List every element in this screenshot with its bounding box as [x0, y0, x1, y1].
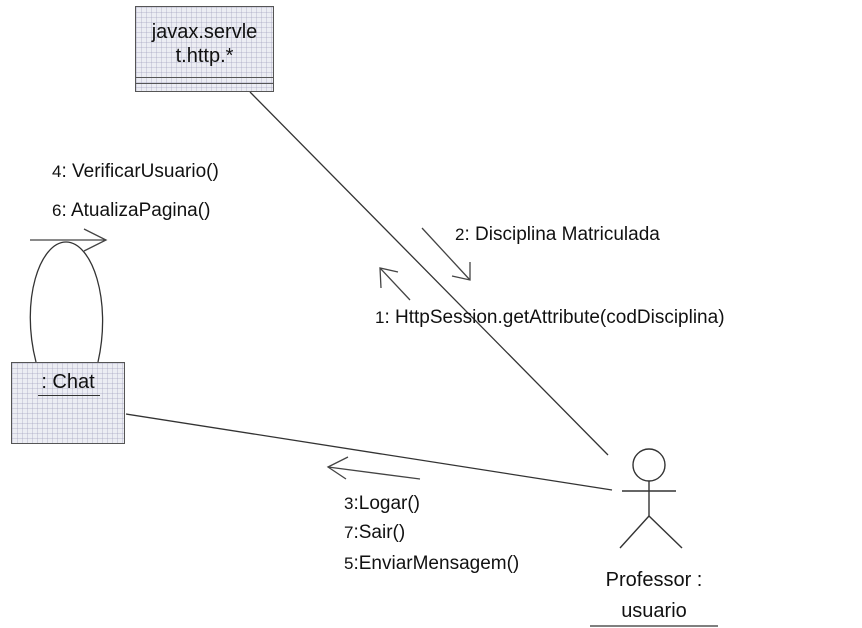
message-7-label: 7:Sair()	[344, 522, 405, 544]
arrow-self-messages	[30, 228, 108, 252]
arrow-message-2	[421, 227, 471, 281]
chat-object-name: : Chat	[41, 371, 95, 393]
message-3-text: Logar()	[358, 493, 420, 514]
message-5-number: 5	[344, 554, 354, 573]
message-7-separator: :	[353, 522, 359, 543]
actor-name-line2: usuario	[621, 600, 687, 622]
message-2-separator: :	[464, 224, 470, 245]
message-6-separator: :	[61, 200, 67, 221]
message-2-label: 2: Disciplina Matriculada	[455, 224, 660, 246]
message-1-separator: :	[384, 307, 390, 328]
actor-stick-figure	[619, 448, 683, 549]
chat-object-name-underline	[38, 395, 100, 396]
message-4-label: 4: VerificarUsuario()	[52, 161, 219, 183]
message-2-number: 2	[455, 225, 465, 244]
message-3-separator: :	[353, 493, 359, 514]
message-4-separator: :	[61, 161, 67, 182]
arrow-message-1	[379, 267, 411, 301]
actor-name-line1: Professor :	[605, 569, 703, 591]
message-5-text: EnviarMensagem()	[358, 553, 520, 574]
servlet-object-name-line1: javax.servle	[151, 21, 258, 43]
message-1-label: 1: HttpSession.getAttribute(codDisciplin…	[375, 307, 725, 329]
servlet-object-name-line2: t.http.*	[175, 45, 234, 67]
message-6-number: 6	[52, 201, 62, 220]
message-1-text: HttpSession.getAttribute(codDisciplina)	[395, 307, 725, 328]
chat-object	[11, 362, 125, 444]
servlet-object	[135, 6, 274, 92]
message-3-number: 3	[344, 494, 354, 513]
message-3-label: 3:Logar()	[344, 493, 420, 515]
servlet-object-divider-2	[136, 83, 273, 84]
message-4-number: 4	[52, 162, 62, 181]
servlet-object-divider	[136, 77, 273, 78]
message-7-number: 7	[344, 523, 354, 542]
message-6-text: AtualizaPagina()	[70, 200, 211, 221]
message-5-separator: :	[353, 553, 359, 574]
link-chat-professor	[125, 413, 613, 491]
message-5-label: 5:EnviarMensagem()	[344, 553, 519, 575]
arrow-actor-to-chat	[326, 456, 421, 480]
message-1-number: 1	[375, 308, 385, 327]
message-7-text: Sair()	[358, 522, 406, 543]
self-link-chat	[29, 241, 104, 363]
message-2-text: Disciplina Matriculada	[475, 224, 660, 245]
link-servlet-professor	[249, 91, 609, 456]
message-4-text: VerificarUsuario()	[72, 161, 219, 182]
message-6-label: 6: AtualizaPagina()	[52, 200, 210, 222]
